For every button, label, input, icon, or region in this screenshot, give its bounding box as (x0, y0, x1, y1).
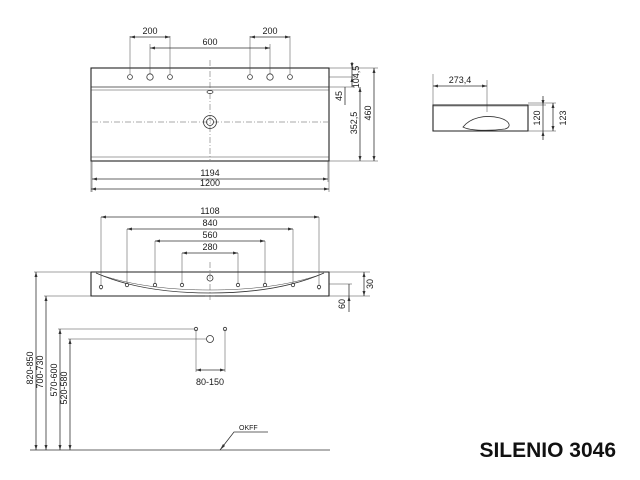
mount-hole (235, 282, 241, 288)
dim-text-1200: 1200 (200, 178, 220, 188)
dim-text-104-5: 104,5 (351, 66, 361, 89)
tap-hole (146, 73, 154, 81)
tap-hole (167, 74, 173, 80)
mount-hole (262, 282, 268, 288)
dim-text-273-4: 273,4 (449, 75, 472, 85)
waste-outlet (206, 335, 214, 343)
dim-text-30: 30 (365, 279, 375, 289)
dim-text-840: 840 (202, 218, 217, 228)
mount-hole (179, 282, 185, 288)
floor-label-okff: OKFF (239, 425, 258, 432)
tap-hole (247, 74, 253, 80)
dim-text-123: 123 (558, 110, 568, 125)
dim-text-570-600: 570-600 (49, 363, 59, 396)
dim-text-200-right: 200 (262, 26, 277, 36)
dim-text-60: 60 (337, 299, 347, 309)
drain-outer (203, 115, 217, 129)
mount-hole (124, 282, 130, 288)
basin-section-bowl (462, 116, 510, 131)
basin-section (432, 104, 529, 132)
basin-outline-top (90, 67, 330, 162)
dim-text-700-730: 700-730 (35, 355, 45, 388)
drain-inner (206, 118, 214, 126)
mount-hole (290, 282, 296, 288)
top-view: 200 200 600 1194 1200 104,5 (90, 26, 378, 192)
dim-text-1108: 1108 (200, 206, 219, 216)
mount-hole (98, 284, 104, 290)
tap-hole (287, 74, 293, 80)
dim-text-120: 120 (532, 110, 542, 125)
overflow-mark (206, 90, 214, 94)
dim-text-45: 45 (334, 91, 344, 101)
dim-text-352-5: 352,5 (349, 112, 359, 135)
dim-text-820-850: 820-850 (25, 351, 35, 384)
dim-text-560: 560 (202, 230, 217, 240)
mount-hole (152, 282, 158, 288)
tap-hole (127, 74, 133, 80)
model-title: SILENIO 3046 (479, 439, 616, 462)
dim-text-600: 600 (202, 37, 217, 47)
dim-text-200-left: 200 (142, 26, 157, 36)
front-view: 1108 840 560 280 30 (25, 206, 375, 451)
dim-text-460: 460 (363, 105, 373, 120)
mount-hole (316, 284, 322, 290)
tap-hole (266, 73, 274, 81)
dim-text-1194: 1194 (200, 168, 219, 178)
dim-text-80-150: 80-150 (196, 377, 224, 387)
floor-marker (219, 431, 268, 451)
dim-text-520-580: 520-580 (59, 371, 69, 404)
side-view: 273,4 120 123 (432, 74, 568, 140)
dim-text-280: 280 (202, 242, 217, 252)
